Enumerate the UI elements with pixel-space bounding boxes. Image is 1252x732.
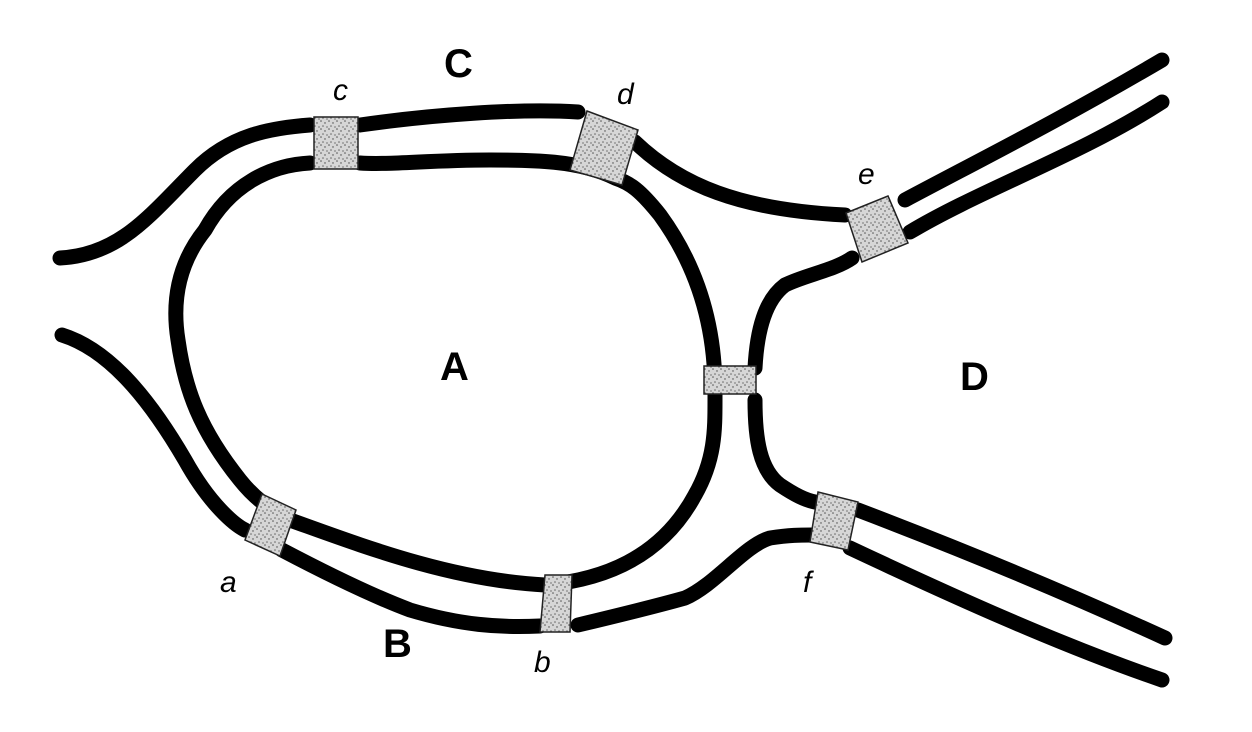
region-label-d: D: [960, 355, 989, 399]
bank-c-upper-far: [897, 52, 1170, 208]
bank-b-lower: [54, 327, 253, 538]
bank-b-lower-right: [570, 527, 820, 633]
bridge-c: [313, 116, 359, 170]
bridge-e: [845, 195, 909, 264]
bridge-label-f: f: [803, 566, 814, 599]
bridge-d: [569, 110, 639, 186]
region-label-c: C: [444, 42, 473, 86]
bridge-label-c: c: [333, 74, 348, 107]
bank-d-middle-lower: [747, 392, 823, 510]
bridge-f: [809, 491, 859, 551]
bank-d-upper-far: [902, 94, 1170, 240]
bank-c-upper: [52, 117, 318, 266]
bank-c-upper-right: [627, 134, 853, 223]
bridge-label-b: b: [534, 646, 551, 679]
bridge-a: [244, 492, 297, 558]
bridge-label-d: d: [617, 78, 635, 111]
region-label-b: B: [383, 622, 412, 666]
bank-b-lower-mid: [274, 542, 548, 635]
bank-d-upper-inner: [747, 250, 860, 376]
bridge-label-a: a: [220, 566, 237, 599]
bridge-middle: [703, 365, 757, 395]
region-label-a: A: [440, 345, 469, 389]
bridge-b: [539, 574, 573, 633]
bridge-label-e: e: [858, 158, 875, 191]
bank-d-lower-far-1: [850, 502, 1173, 646]
bank-d-lower-far-2: [842, 540, 1170, 688]
bank-c-upper-mid: [352, 103, 586, 133]
